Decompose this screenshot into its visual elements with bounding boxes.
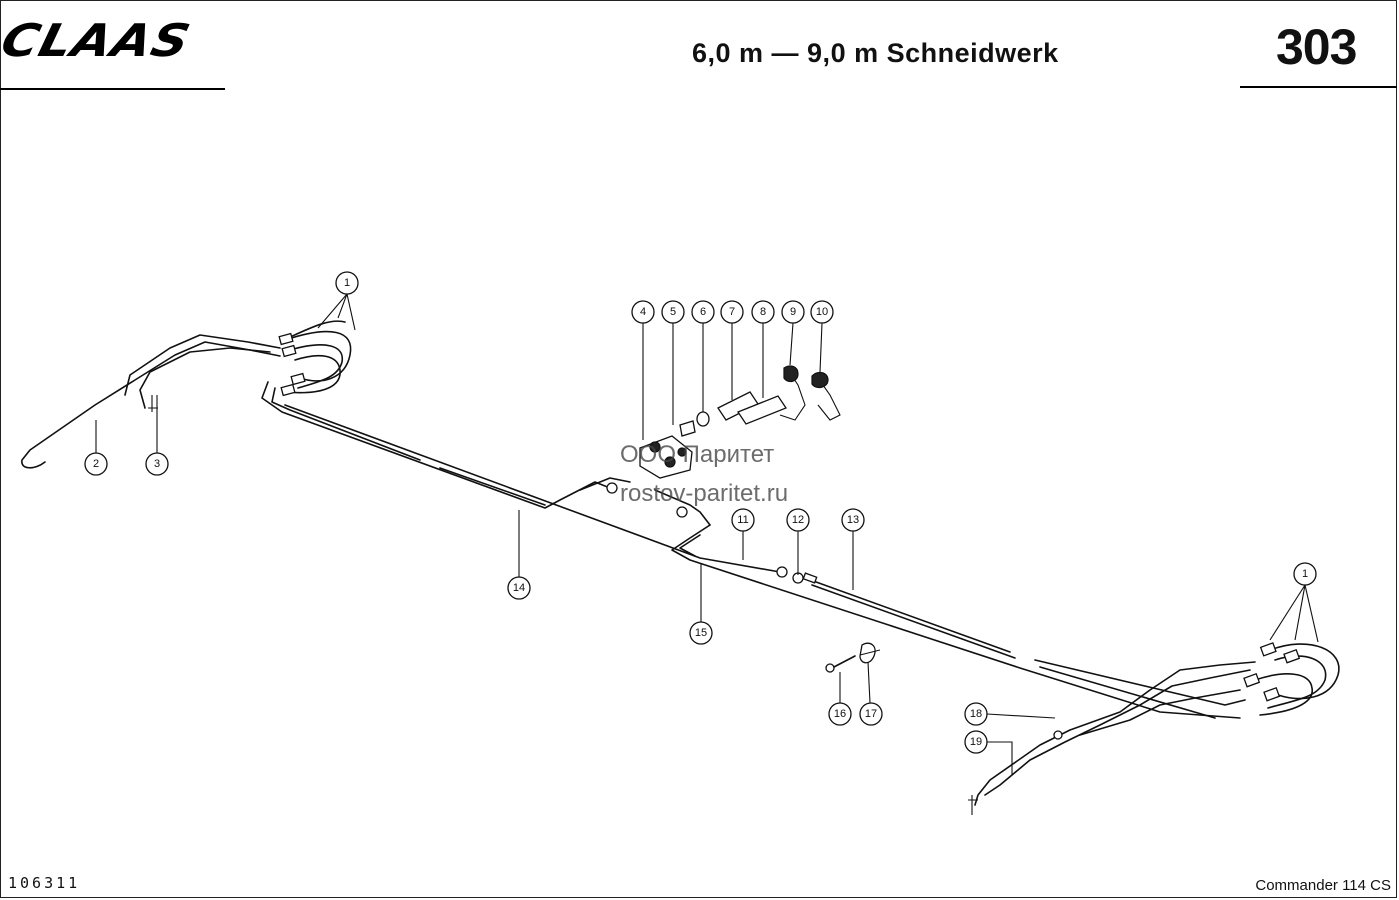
- callout-19: 19: [964, 730, 988, 754]
- callout-2: 2: [84, 452, 108, 476]
- callout-label: 16: [834, 708, 846, 720]
- logo-underline: [0, 88, 225, 90]
- callout-10: 10: [810, 300, 834, 324]
- clamp-bolt-group: [825, 642, 881, 673]
- callout-label: 15: [695, 627, 707, 639]
- callout-1-right: 1: [1293, 562, 1317, 586]
- callout-6: 6: [691, 300, 715, 324]
- page-number-underline: [1240, 86, 1397, 88]
- document-number: 106311: [8, 874, 81, 892]
- leader-lines: [95, 293, 1319, 775]
- callout-label: 3: [154, 458, 160, 470]
- callout-label: 6: [700, 306, 706, 318]
- callout-8: 8: [751, 300, 775, 324]
- callout-label: 12: [792, 514, 804, 526]
- watermark-company: ООО Паритет: [620, 441, 775, 468]
- callout-13: 13: [841, 508, 865, 532]
- callout-4: 4: [631, 300, 655, 324]
- page-title: 6,0 m — 9,0 m Schneidwerk: [692, 38, 1059, 68]
- right-hose-group: [1243, 642, 1340, 716]
- callout-label: 10: [816, 306, 828, 318]
- valve-block-group: [639, 365, 841, 479]
- callout-label: 1: [1302, 568, 1308, 580]
- callout-label: 7: [729, 306, 735, 318]
- callout-15: 15: [689, 621, 713, 645]
- watermark-url: rostov-paritet.ru: [620, 480, 789, 507]
- page-number: 303: [1276, 19, 1357, 75]
- right-pipes: [968, 661, 1256, 815]
- callout-12: 12: [786, 508, 810, 532]
- callout-1-left: 1: [335, 271, 359, 295]
- callout-11: 11: [731, 508, 755, 532]
- callout-label: 18: [970, 708, 982, 720]
- left-hose-group: [278, 320, 352, 397]
- callout-label: 4: [640, 306, 646, 318]
- callout-label: 2: [93, 458, 99, 470]
- callout-label: 9: [790, 306, 796, 318]
- main-lines: [261, 381, 1246, 719]
- callout-9: 9: [781, 300, 805, 324]
- callout-5: 5: [661, 300, 685, 324]
- callout-17: 17: [859, 702, 883, 726]
- machine-model: Commander 114 CS: [1255, 877, 1391, 894]
- callout-16: 16: [828, 702, 852, 726]
- callout-label: 5: [670, 306, 676, 318]
- callout-label: 13: [847, 514, 859, 526]
- callout-label: 17: [865, 708, 877, 720]
- callout-14: 14: [507, 576, 531, 600]
- callout-label: 14: [513, 582, 525, 594]
- callout-label: 1: [344, 277, 350, 289]
- callout-3: 3: [145, 452, 169, 476]
- left-pipes: [21, 334, 281, 469]
- callout-18: 18: [964, 702, 988, 726]
- callout-label: 11: [737, 514, 748, 526]
- callout-label: 19: [970, 736, 982, 748]
- callout-7: 7: [720, 300, 744, 324]
- callout-label: 8: [760, 306, 766, 318]
